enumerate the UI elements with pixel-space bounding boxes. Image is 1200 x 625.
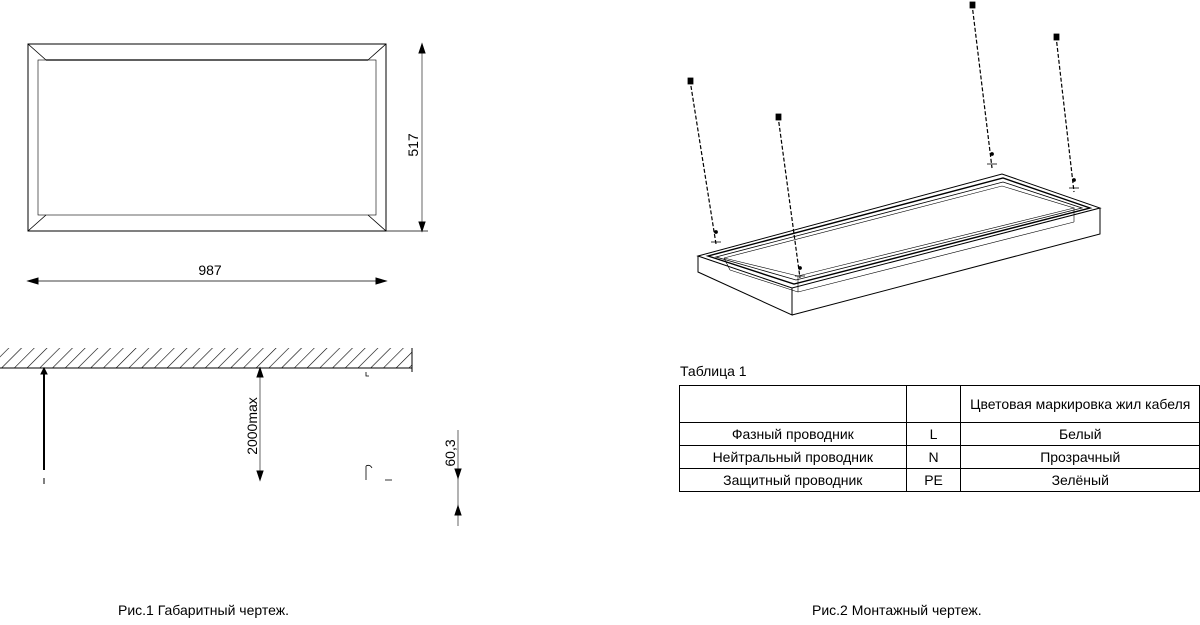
header-cell-color: Цветовая маркировка жил кабеля — [960, 385, 1200, 423]
fig2-caption: Рис.2 Монтажный чертеж. — [812, 602, 982, 618]
conductor-color: Белый — [960, 422, 1200, 446]
rod-hardware — [687, 1, 1079, 277]
ceiling-hatch — [0, 348, 413, 372]
hook-marks — [365, 372, 392, 481]
dimension-987 — [26, 277, 388, 285]
thickness-dimension-label: 60,3 — [442, 439, 458, 466]
dimension-60-3 — [454, 430, 462, 526]
table-row: Защитный проводник PE Зелёный — [679, 468, 1200, 492]
header-cell-1 — [679, 385, 907, 423]
panel-top-view — [27, 43, 387, 232]
height-dimension-label: 517 — [405, 133, 421, 157]
width-dimension-label: 987 — [198, 262, 222, 278]
suspension-cable — [40, 366, 48, 484]
conductor-code: L — [905, 422, 962, 446]
conductor-code: PE — [905, 468, 962, 492]
dimension-2000max — [256, 366, 264, 482]
conductor-name: Защитный проводник — [679, 468, 907, 492]
conductor-code: N — [905, 445, 962, 469]
conductor-name: Фазный проводник — [679, 422, 907, 446]
header-cell-2 — [905, 385, 962, 423]
table-row: Фазный проводник L Белый — [679, 422, 1200, 446]
suspension-rods — [689, 3, 1075, 279]
panel-isometric — [696, 173, 1102, 316]
table-title: Таблица 1 — [680, 363, 747, 379]
table-row: Нейтральный проводник N Прозрачный — [679, 445, 1200, 469]
wire-color-table: Цветовая маркировка жил кабеля Фазный пр… — [679, 385, 1200, 492]
conductor-color: Зелёный — [960, 468, 1200, 492]
table-header-row: Цветовая маркировка жил кабеля — [679, 385, 1200, 423]
conductor-name: Нейтральный проводник — [679, 445, 907, 469]
conductor-color: Прозрачный — [960, 445, 1200, 469]
suspension-dimension-label: 2000max — [244, 397, 260, 455]
dimension-517 — [386, 42, 428, 233]
fig1-caption: Рис.1 Габаритный чертеж. — [118, 602, 290, 618]
